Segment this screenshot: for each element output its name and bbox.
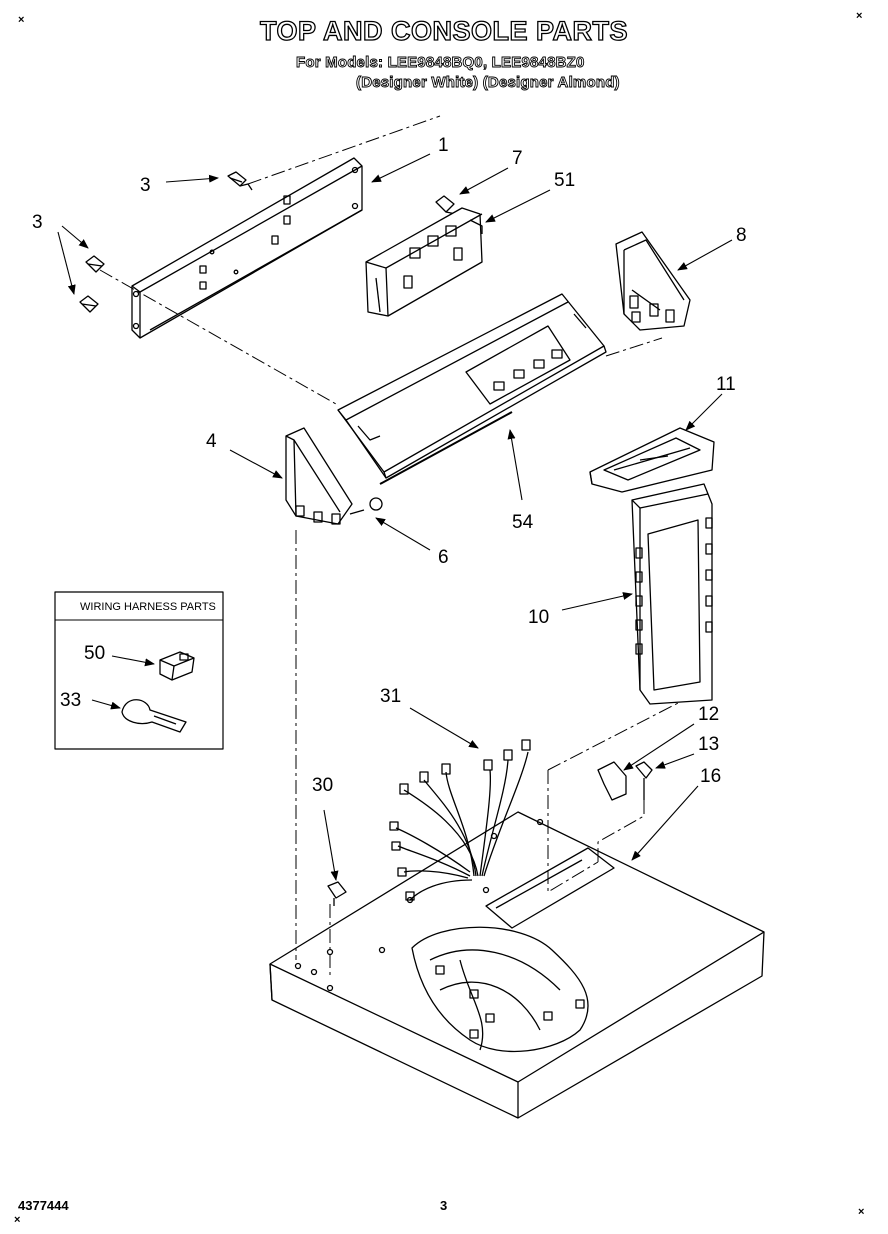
console-panel-part-54 [337,293,607,485]
corner-mark-bottom-right: × [858,1206,865,1218]
cabinet-top-part-16 [269,811,765,1119]
callout-12: 12 [698,704,719,725]
inset-title: WIRING HARNESS PARTS [80,601,216,613]
document-number: 4377444 [18,1198,69,1213]
lint-screen-part-11 [589,427,715,493]
callout-13: 13 [698,734,719,755]
connector-part-50 [159,651,195,681]
callout-1: 1 [438,135,449,156]
screw-part-3-upper [227,171,253,191]
callout-7: 7 [512,148,523,169]
screw-part-3-left-b [79,295,99,313]
callout-4: 4 [206,431,217,452]
callout-6: 6 [438,547,449,568]
corner-mark-top-right: × [856,10,863,22]
page-number: 3 [440,1198,448,1213]
bracket-part-12 [597,761,627,801]
wiring-harness-part-31 [389,739,531,901]
screw-part-13 [635,761,653,800]
callout-33: 33 [60,690,81,711]
callout-51: 51 [554,170,575,191]
callout-31: 31 [380,686,401,707]
screw-part-6 [349,497,383,515]
callout-50: 50 [84,643,105,664]
terminal-part-33 [121,699,187,733]
callout-11: 11 [716,374,736,395]
corner-mark-bottom-left: × [14,1214,21,1226]
end-cap-part-8 [615,231,691,331]
callout-numbers: 1 3 3 7 51 8 4 54 6 11 10 50 33 31 12 13… [32,135,747,796]
callout-10: 10 [528,607,549,628]
callout-leaders [57,153,733,881]
screw-part-3-left-a [85,255,105,273]
colors-line: (Designer White) (Designer Almond) [356,74,620,92]
clip-part-30 [327,881,347,906]
end-cap-part-4 [285,427,353,525]
rear-bracket-part-1 [131,157,363,339]
callout-3-left: 3 [32,212,43,233]
wiring-harness-inset [54,591,224,750]
models-line: For Models: LEE9848BQ0, LEE9848BZ0 [296,54,585,72]
screw-part-7 [435,195,457,215]
page-title: TOP AND CONSOLE PARTS [259,15,629,46]
callout-8: 8 [736,225,747,246]
assembly-guide-lines [99,115,681,976]
callout-3-upper: 3 [140,175,151,196]
callout-54: 54 [512,512,534,533]
lint-housing-part-10 [631,483,713,705]
callout-30: 30 [312,775,333,796]
control-module-part-51 [365,207,483,317]
corner-mark-top-left: × [18,14,25,26]
callout-16: 16 [700,766,721,787]
